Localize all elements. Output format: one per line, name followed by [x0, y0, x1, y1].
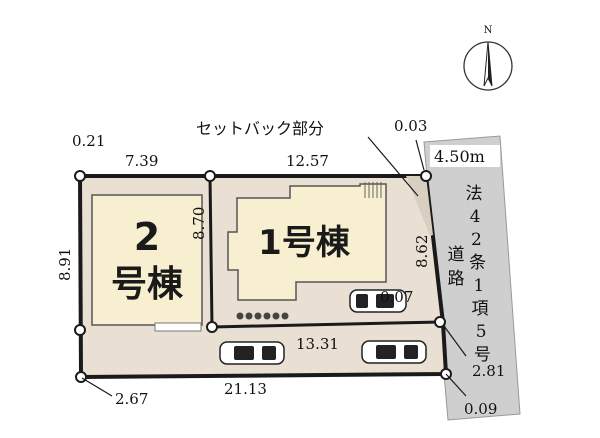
- dim-label: 0.07: [380, 288, 413, 306]
- road-label-char: 5: [476, 322, 487, 342]
- dim-label: 0.03: [394, 117, 427, 135]
- building-1: [227, 183, 387, 301]
- lot-divider-horizontal: [211, 320, 442, 329]
- road-label-char: 条: [469, 253, 486, 273]
- dim-label: 0.09: [464, 400, 497, 418]
- road-word-char: 道: [448, 245, 465, 265]
- setback-area: [406, 176, 433, 236]
- building-1-stairs: [364, 182, 382, 198]
- building-2-suffix: 号棟: [111, 264, 184, 305]
- road-label: 法 4 2 条 1 項 5 号 道路: [448, 184, 491, 365]
- road-label-char: 項: [472, 299, 489, 319]
- building-2-number: 2: [134, 215, 160, 259]
- road-width-label: 4.50m: [434, 147, 485, 166]
- setback-label: セットバック部分: [196, 119, 324, 138]
- road-label-char: 号: [474, 345, 491, 365]
- dim-label: 13.31: [296, 335, 339, 353]
- car-icon: [361, 340, 427, 364]
- dim-label: 2.67: [115, 390, 148, 408]
- dim-label: 0.21: [72, 132, 105, 150]
- road-word-char: 路: [448, 269, 465, 289]
- road-label-char: 法: [466, 184, 483, 204]
- dim-label: 8.62: [413, 235, 431, 268]
- dim-label: 21.13: [224, 380, 267, 398]
- road-label-char: 2: [471, 230, 482, 250]
- road-label-char: 1: [473, 276, 484, 296]
- dim-label: 7.39: [125, 152, 158, 170]
- dim-label: 8.70: [190, 207, 208, 240]
- compass-icon: N: [463, 25, 513, 91]
- road-label-char: 4: [470, 207, 481, 227]
- leader-lines: [81, 136, 467, 397]
- car-icon: [349, 289, 407, 313]
- car-icon: [219, 341, 285, 365]
- building-2: [91, 194, 203, 326]
- dim-label: 2.81: [472, 362, 505, 380]
- dim-label: 8.91: [56, 248, 74, 281]
- building-1-label: 1号棟: [258, 223, 351, 263]
- lot-divider-vertical: [208, 175, 214, 328]
- dim-label: 12.57: [286, 152, 329, 170]
- road-width-bg: [430, 145, 500, 167]
- shrubs: [236, 312, 289, 320]
- compass-label: N: [484, 25, 493, 36]
- boundary-markers: [74, 170, 452, 383]
- building-2-porch: [154, 322, 202, 332]
